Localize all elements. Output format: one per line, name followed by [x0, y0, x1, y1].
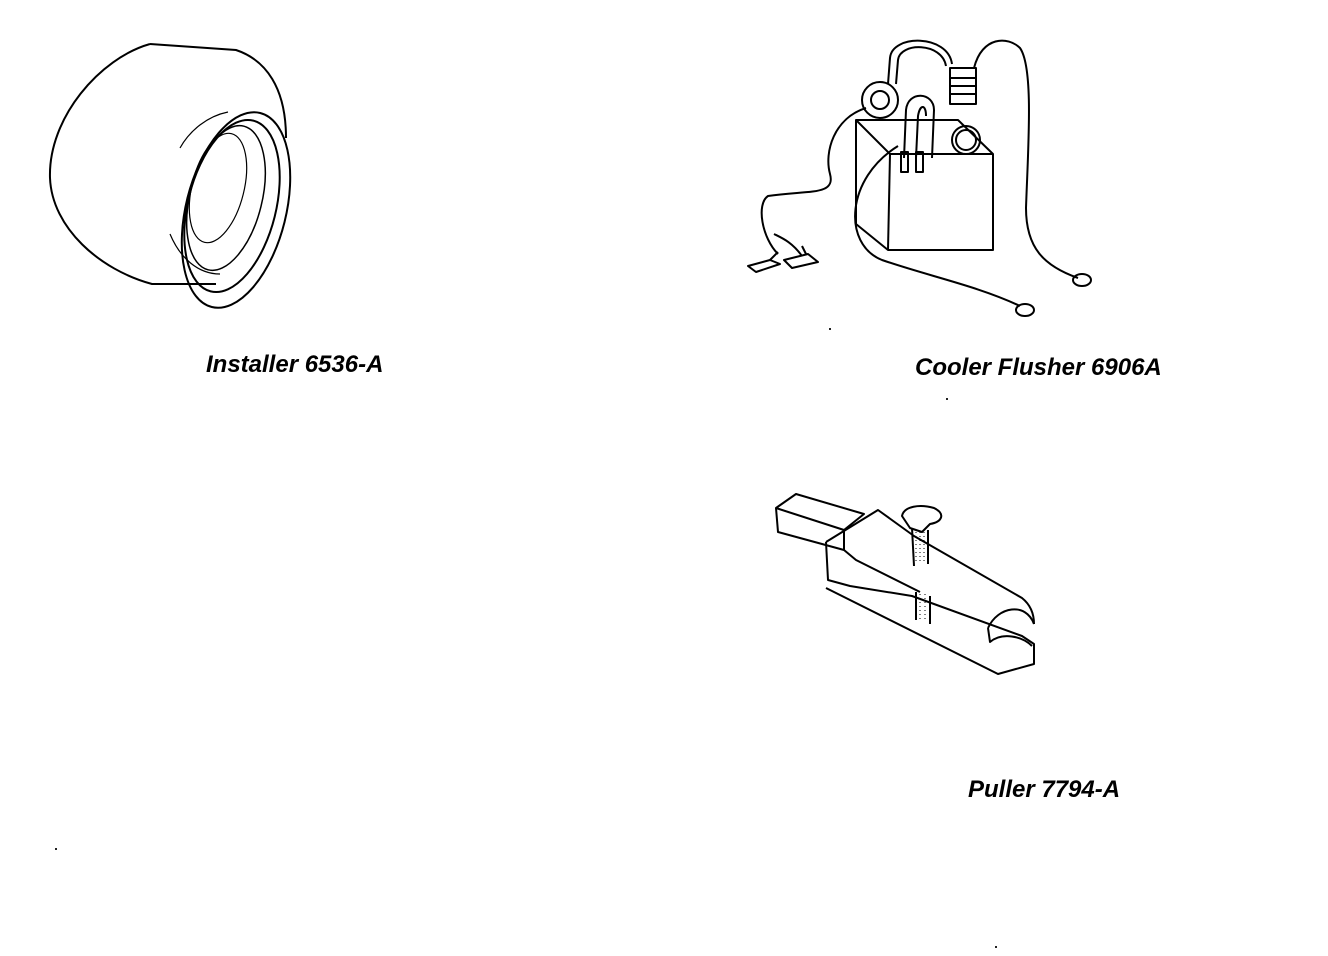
cooler-flusher-illustration	[738, 28, 1108, 328]
puller-caption: Puller 7794-A	[968, 776, 1121, 803]
installer-sleeve-icon	[48, 43, 292, 309]
cooler-flusher-icon	[747, 39, 1092, 317]
puller-illustration	[770, 488, 1040, 678]
installer-caption: Installer 6536-A	[206, 351, 384, 378]
scan-speck	[995, 946, 997, 948]
installer-illustration	[40, 38, 300, 309]
scan-speck	[829, 328, 831, 330]
scan-speck	[946, 398, 948, 400]
cooler-flusher-caption: Cooler Flusher 6906A	[915, 354, 1162, 381]
scan-speck	[55, 848, 57, 850]
puller-icon	[775, 493, 1035, 675]
